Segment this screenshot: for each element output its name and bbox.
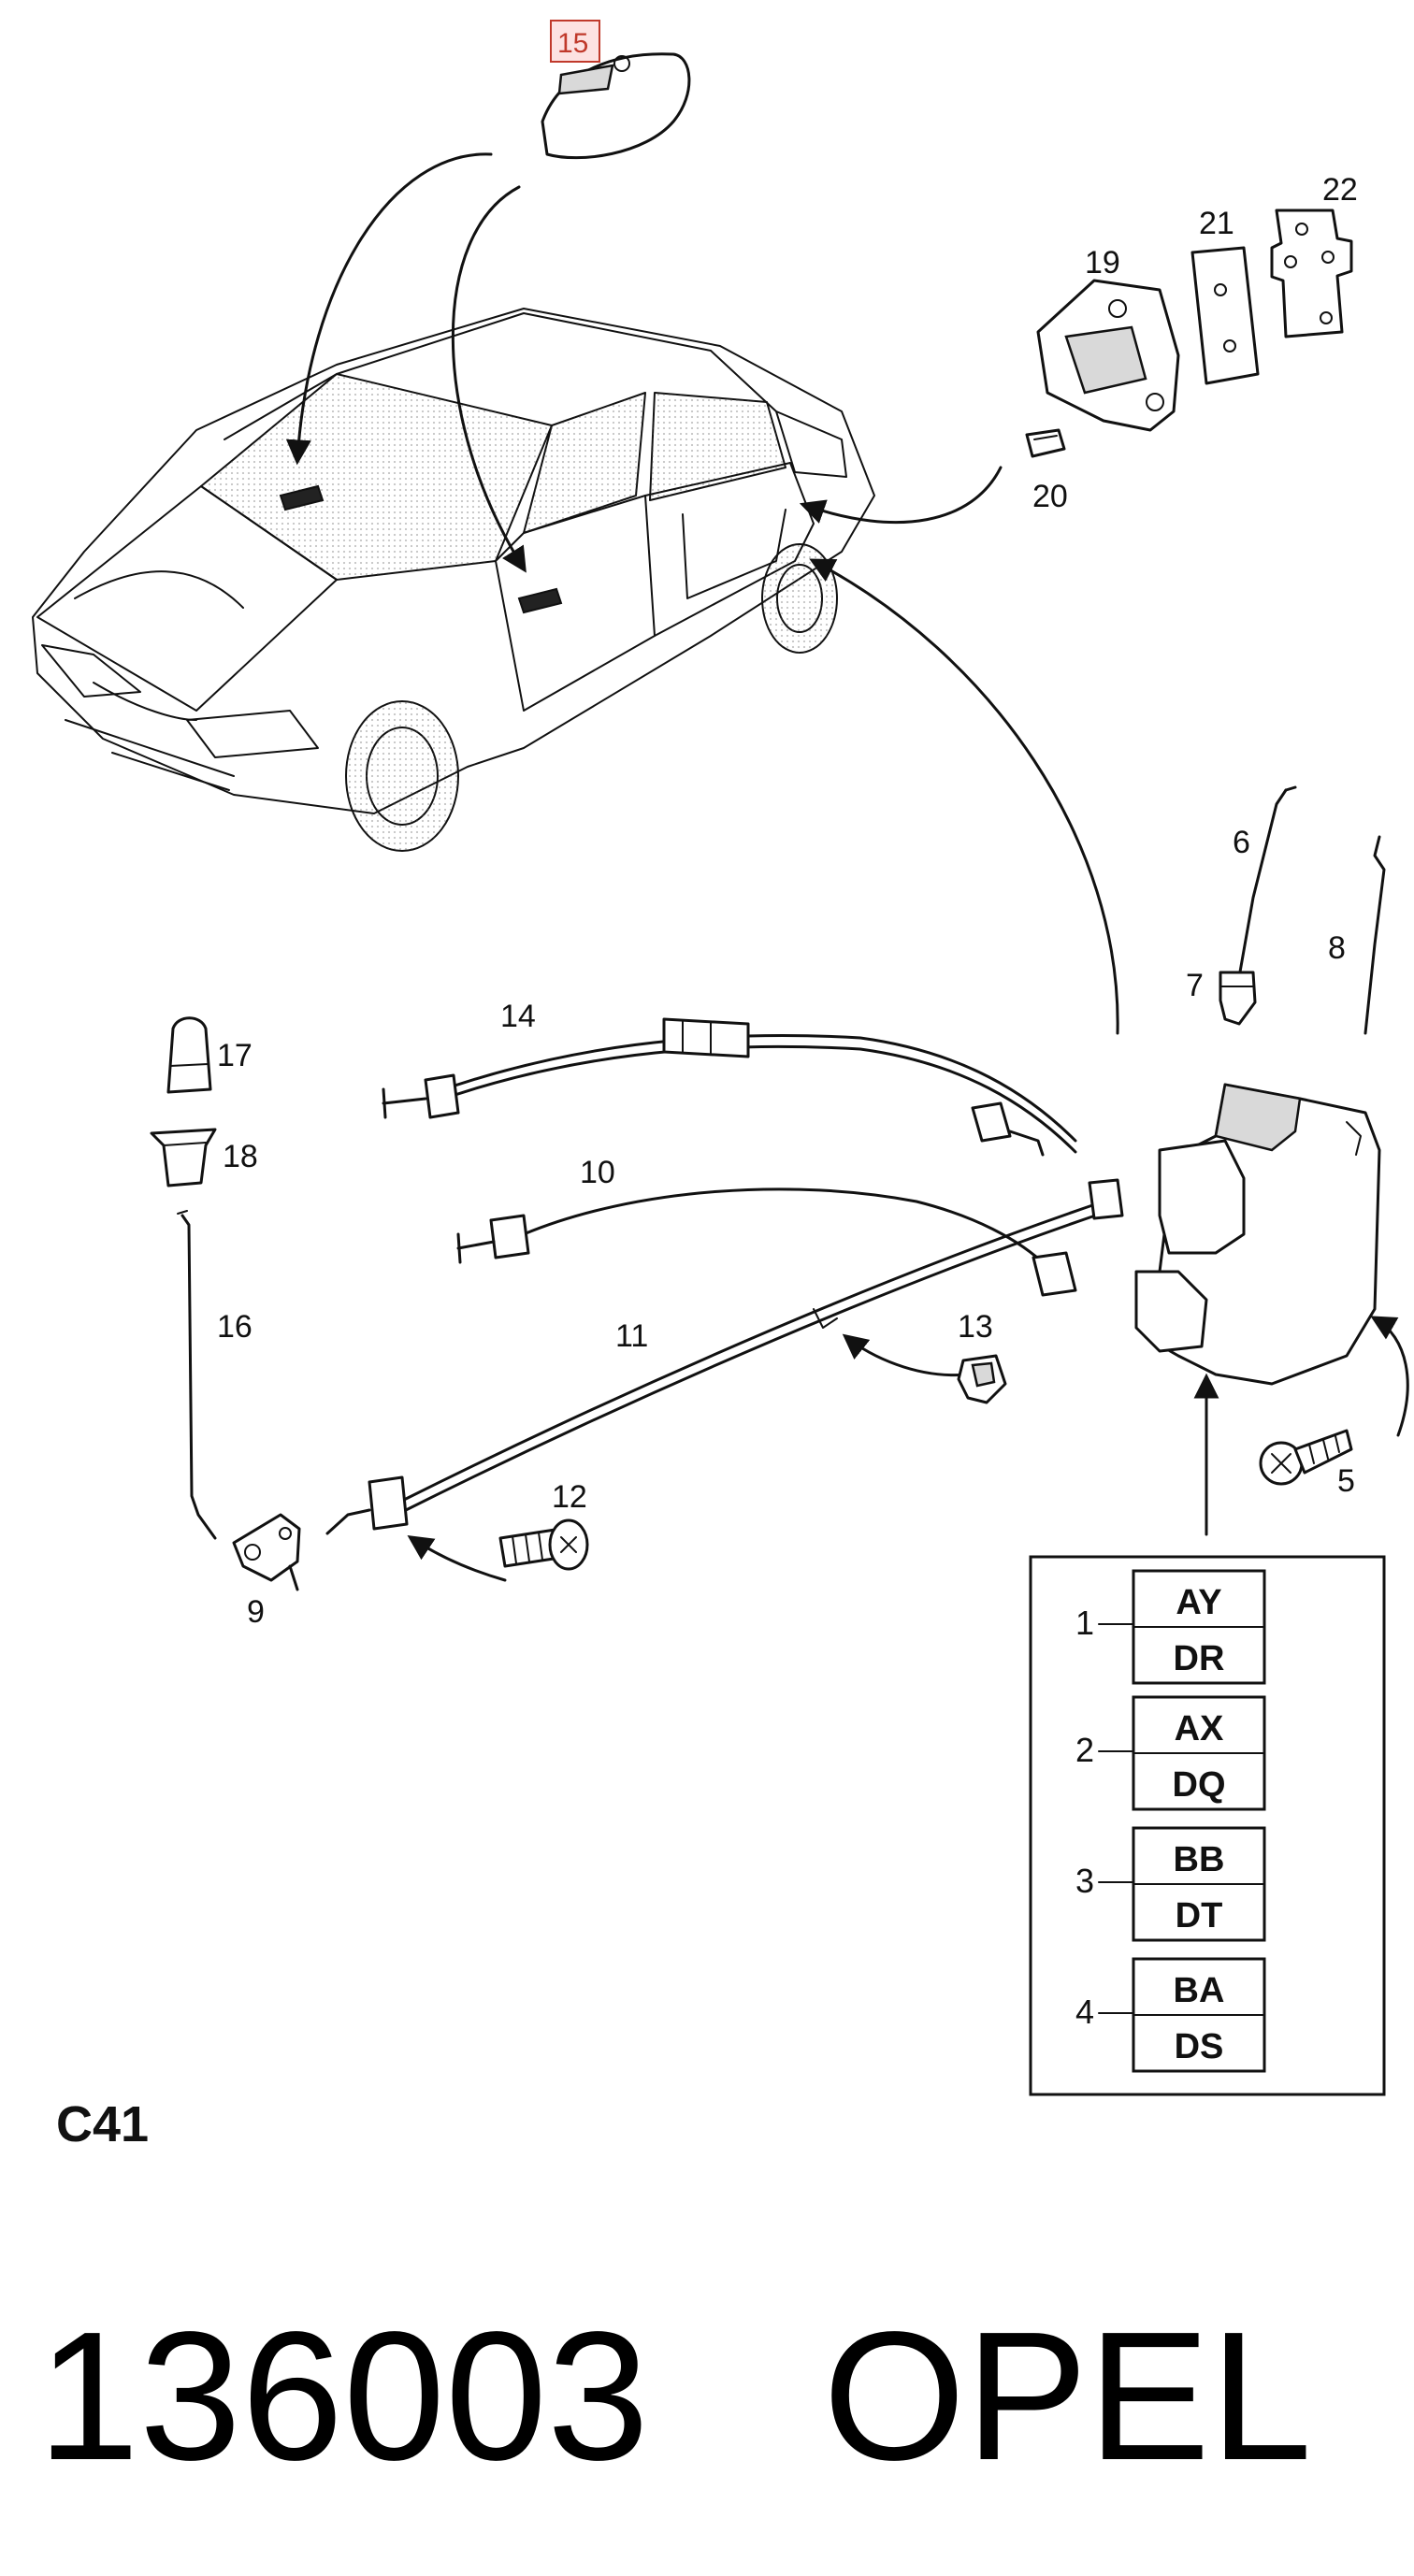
callout-15-box bbox=[550, 20, 600, 63]
brand-name: OPEL bbox=[823, 2294, 1312, 2498]
variant-number: 4 bbox=[1075, 1993, 1094, 2031]
callout-22: 22 bbox=[1322, 172, 1358, 208]
door-lock-assembly bbox=[1134, 1083, 1381, 1386]
callout-12: 12 bbox=[552, 1479, 587, 1515]
callout-21: 21 bbox=[1199, 206, 1234, 241]
cable-14 bbox=[382, 1017, 1077, 1157]
callout-17: 17 bbox=[217, 1038, 252, 1073]
cable-11 bbox=[325, 1178, 1124, 1535]
variant-code: DR bbox=[1174, 1639, 1225, 1678]
variant-row-3: 3 BB DT bbox=[1075, 1826, 1266, 1942]
page-code: C41 bbox=[56, 2096, 149, 2152]
variant-code: DT bbox=[1176, 1896, 1223, 1936]
part-7-clip bbox=[1219, 971, 1257, 1026]
variant-row-4: 4 BA DS bbox=[1075, 1957, 1266, 2073]
callout-16: 16 bbox=[217, 1309, 252, 1345]
callout-13: 13 bbox=[958, 1309, 993, 1345]
callout-9: 9 bbox=[247, 1594, 265, 1630]
callout-11: 11 bbox=[615, 1318, 648, 1354]
callout-19: 19 bbox=[1085, 245, 1120, 281]
part-5-screw bbox=[1259, 1429, 1353, 1486]
callout-10: 10 bbox=[580, 1155, 615, 1190]
leader-lock-to-car bbox=[809, 558, 1119, 1035]
leader-striker bbox=[799, 466, 1003, 525]
variant-code: BA bbox=[1174, 1971, 1225, 2010]
cable-10 bbox=[456, 1187, 1077, 1297]
part-8-rod bbox=[1364, 835, 1386, 1035]
variant-row-1: 1 AY DR bbox=[1075, 1569, 1266, 1685]
variant-row-2: 2 AX DQ bbox=[1075, 1695, 1266, 1811]
callout-18: 18 bbox=[223, 1139, 258, 1174]
variant-code: BB bbox=[1174, 1840, 1225, 1879]
leader-15-front bbox=[285, 152, 493, 466]
leader-5 bbox=[1370, 1316, 1409, 1437]
part-number: 136003 bbox=[37, 2294, 649, 2498]
variant-code: DS bbox=[1175, 2027, 1224, 2066]
callout-5: 5 bbox=[1337, 1463, 1355, 1499]
part-22-plate bbox=[1270, 209, 1353, 338]
variant-code: AY bbox=[1176, 1583, 1221, 1622]
inner-handle-marker-side bbox=[517, 587, 563, 614]
part-6-rod bbox=[1237, 785, 1297, 979]
callout-20: 20 bbox=[1032, 479, 1068, 514]
callout-6: 6 bbox=[1233, 825, 1250, 860]
variant-code: DQ bbox=[1173, 1765, 1226, 1805]
variant-number: 3 bbox=[1075, 1862, 1094, 1900]
part-13-clip bbox=[957, 1354, 1007, 1404]
leader-15-side bbox=[451, 185, 527, 573]
part-12-bolt bbox=[498, 1518, 589, 1571]
callout-8: 8 bbox=[1328, 930, 1346, 966]
variant-number: 2 bbox=[1075, 1731, 1094, 1769]
leader-12 bbox=[407, 1535, 507, 1582]
variant-code: AX bbox=[1175, 1709, 1224, 1749]
callout-15: 15 bbox=[557, 28, 588, 59]
variant-code-table: 1 AY DR 2 AX DQ 3 BB DT 4 bbox=[1029, 1555, 1386, 2096]
part-16-rod bbox=[177, 1210, 217, 1540]
callout-7: 7 bbox=[1186, 968, 1204, 1003]
part-18-guide bbox=[150, 1128, 217, 1187]
part-20-screw bbox=[1025, 428, 1066, 458]
part-17-cap bbox=[166, 1016, 212, 1094]
part-19-striker bbox=[1036, 279, 1180, 432]
part-21-shim bbox=[1190, 246, 1260, 385]
car-illustration bbox=[32, 308, 875, 852]
part-15-interior-handle bbox=[541, 52, 691, 160]
inner-handle-marker-front bbox=[279, 484, 325, 511]
part-9-bellcrank bbox=[232, 1513, 301, 1591]
leader-13 bbox=[842, 1333, 970, 1377]
variant-number: 1 bbox=[1075, 1604, 1094, 1642]
callout-14: 14 bbox=[500, 999, 536, 1034]
